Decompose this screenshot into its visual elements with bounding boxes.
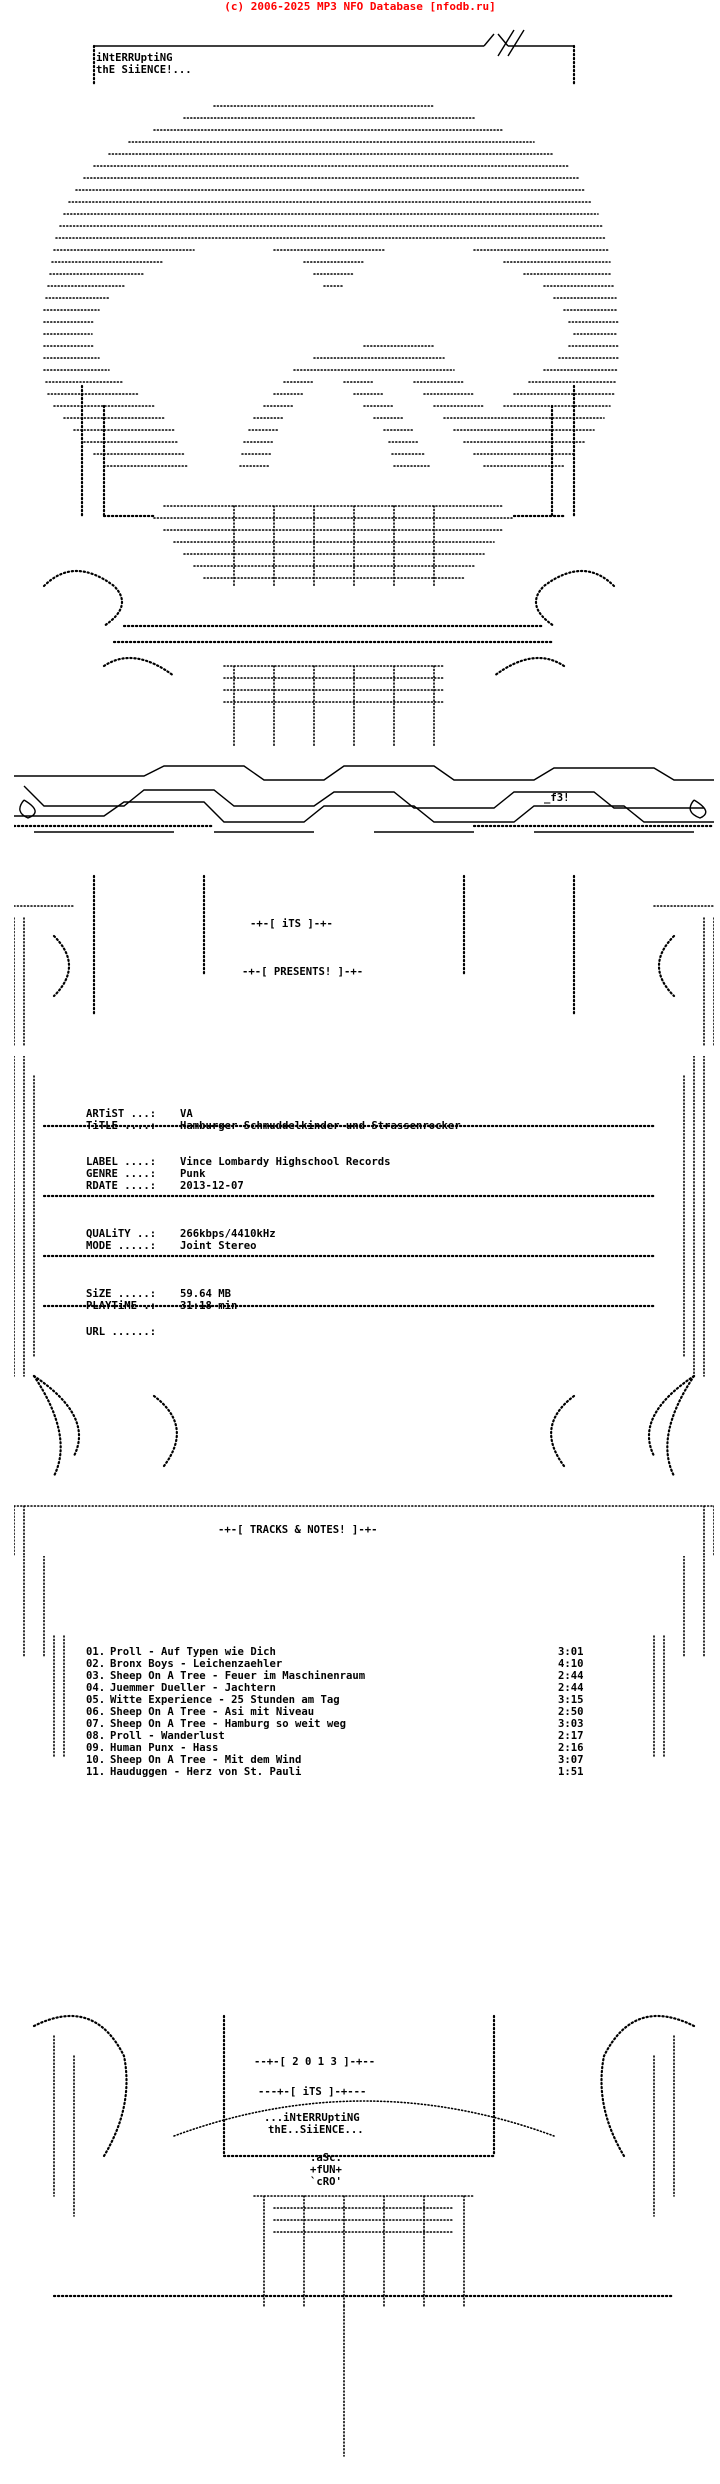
track-duration: 4:10 <box>558 1658 584 1670</box>
nfo-document: iNtERRUptiNG thE SiiENCE!... <box>14 16 714 2476</box>
track-title: Sheep On A Tree - Asi mit Niveau <box>110 1706 315 1718</box>
track-number: 10. <box>86 1754 106 1766</box>
size-label: SiZE .....: <box>86 1288 157 1300</box>
group-tag-line2: thE SiiENCE!... <box>96 64 192 76</box>
track-title: Sheep On A Tree - Mit dem Wind <box>110 1754 302 1766</box>
mode-value: Joint Stereo <box>180 1240 257 1252</box>
track-title: Human Punx - Hass <box>110 1742 219 1754</box>
label-label: LABEL ....: <box>86 1156 157 1168</box>
track-row: 08. Proll - Wanderlust 2:17 <box>86 1730 606 1742</box>
footer-credit2: +fUN+ <box>310 2164 342 2176</box>
track-title: Hauduggen - Herz von St. Pauli <box>110 1766 302 1778</box>
artist-label: ARTiST ...: <box>86 1108 157 1120</box>
presents-frame-art <box>14 874 714 1047</box>
track-title: Sheep On A Tree - Feuer im Maschinenraum <box>110 1670 366 1682</box>
mode-label: MODE .....: <box>86 1240 157 1252</box>
quality-value: 266kbps/4410kHz <box>180 1228 276 1240</box>
rdate-value: 2013-12-07 <box>180 1180 244 1192</box>
track-number: 01. <box>86 1646 106 1658</box>
track-duration: 3:01 <box>558 1646 584 1658</box>
track-row: 03. Sheep On A Tree - Feuer im Maschinenr… <box>86 1670 606 1682</box>
logo-tag: _f3! <box>544 792 570 804</box>
artist-value: VA <box>180 1108 193 1120</box>
track-row: 04. Juemmer Dueller - Jachtern 2:44 <box>86 1682 606 1694</box>
presents-line: -+-[ PRESENTS! ]-+- <box>242 966 364 978</box>
footer-credit1: .aSc. <box>310 2152 342 2164</box>
track-number: 02. <box>86 1658 106 1670</box>
label-value: Vince Lombardy Highschool Records <box>180 1156 391 1168</box>
track-number: 07. <box>86 1718 106 1730</box>
track-title: Juemmer Dueller - Jachtern <box>110 1682 276 1694</box>
header-frame-art <box>92 29 576 88</box>
track-duration: 2:17 <box>558 1730 584 1742</box>
track-number: 09. <box>86 1742 106 1754</box>
site-banner: (c) 2006-2025 MP3 NFO Database [nfodb.ru… <box>224 0 496 13</box>
track-row: 06. Sheep On A Tree - Asi mit Niveau 2:50 <box>86 1706 606 1718</box>
track-row: 01. Proll - Auf Typen wie Dich 3:01 <box>86 1646 606 1658</box>
logo-band-art <box>14 765 714 833</box>
track-title: Bronx Boys - Leichenzaehler <box>110 1658 283 1670</box>
tracks-header-art <box>14 1374 714 1556</box>
footer-name2: thE..SiiENCE... <box>268 2124 364 2136</box>
track-row: 05. Witte Experience - 25 Stunden am Tag 3… <box>86 1694 606 1706</box>
track-number: 06. <box>86 1706 106 1718</box>
track-row: 10. Sheep On A Tree - Mit dem Wind 3:07 <box>86 1754 606 1766</box>
playtime-label: PLAYTiME .: <box>86 1300 157 1312</box>
genre-value: Punk <box>180 1168 206 1180</box>
track-number: 04. <box>86 1682 106 1694</box>
track-duration: 2:44 <box>558 1670 584 1682</box>
title-value: Hamburger Schmuddelkinder und Strassenro… <box>180 1120 461 1132</box>
track-title: Sheep On A Tree - Hamburg so weit weg <box>110 1718 346 1730</box>
track-number: 11. <box>86 1766 106 1778</box>
track-duration: 1:51 <box>558 1766 584 1778</box>
skull-art <box>14 105 714 828</box>
track-list: 01. Proll - Auf Typen wie Dich 3:01 02. Bron… <box>14 1646 714 1786</box>
size-value: 59.64 MB <box>180 1288 232 1300</box>
footer-credit3: `cRO' <box>310 2176 342 2188</box>
track-title: Proll - Wanderlust <box>110 1730 225 1742</box>
title-label: TiTLE ....: <box>86 1120 157 1132</box>
rdate-label: RDATE ....: <box>86 1180 157 1192</box>
tracks-header: -+-[ TRACKS & NOTES! ]-+- <box>218 1524 378 1536</box>
genre-label: GENRE ....: <box>86 1168 157 1180</box>
track-row: 02. Bronx Boys - Leichenzaehler 4:10 <box>86 1658 606 1670</box>
track-title: Proll - Auf Typen wie Dich <box>110 1646 276 1658</box>
track-title: Witte Experience - 25 Stunden am Tag <box>110 1694 340 1706</box>
presents-group: -+-[ iTS ]-+- <box>250 918 333 930</box>
track-duration: 3:03 <box>558 1718 584 1730</box>
group-tag-line1: iNtERRUptiNG <box>96 52 173 64</box>
track-row: 09. Human Punx - Hass 2:16 <box>86 1742 606 1754</box>
track-row: 07. Sheep On A Tree - Hamburg so weit weg… <box>86 1718 606 1730</box>
footer-name1: ...iNtERRUptiNG <box>264 2112 360 2124</box>
footer-year: --+-[ 2 0 1 3 ]-+-- <box>254 2056 376 2068</box>
footer-art <box>32 2014 696 2457</box>
track-duration: 2:50 <box>558 1706 584 1718</box>
info-frame-art <box>14 1056 705 1478</box>
track-duration: 3:15 <box>558 1694 584 1706</box>
track-duration: 2:44 <box>558 1682 584 1694</box>
track-row: 11. Hauduggen - Herz von St. Pauli 1:51 <box>86 1766 606 1778</box>
quality-label: QUALiTY ..: <box>86 1228 157 1240</box>
playtime-value: 31:18 min <box>180 1300 238 1312</box>
track-number: 08. <box>86 1730 106 1742</box>
track-duration: 3:07 <box>558 1754 584 1766</box>
footer-group: ---+-[ iTS ]-+--- <box>258 2086 367 2098</box>
track-number: 05. <box>86 1694 106 1706</box>
url-label: URL ......: <box>86 1326 157 1338</box>
track-number: 03. <box>86 1670 106 1682</box>
track-duration: 2:16 <box>558 1742 584 1754</box>
